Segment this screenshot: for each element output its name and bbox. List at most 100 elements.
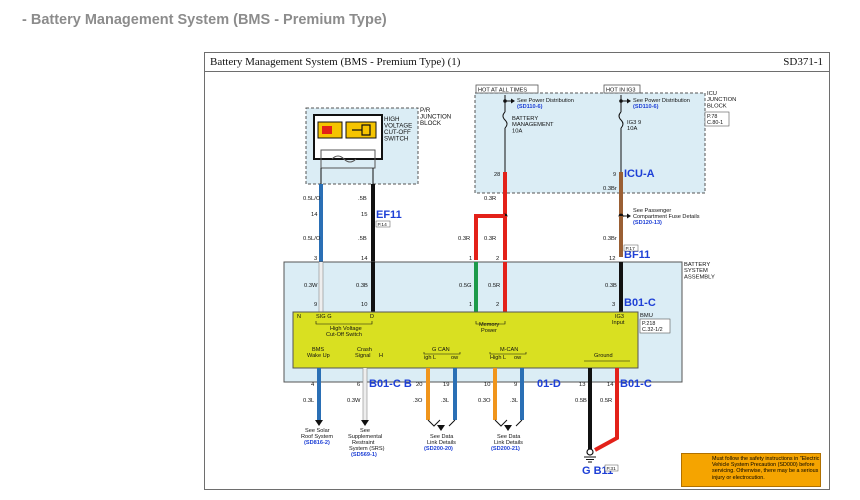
mem-pin-bottom-0: 1 [469, 302, 472, 308]
battery-fuse-icon [502, 111, 508, 129]
ig3-wire-bottom: 0.3B [605, 283, 617, 289]
bmu-pin-n: N [297, 314, 301, 320]
data-link-ref-1: (SD200-20) [424, 446, 453, 452]
mcan-low-label: ow [514, 355, 522, 361]
bottom-pin-4: 10 [484, 382, 490, 388]
battery-wire-lower: 0.3R [484, 236, 496, 242]
b01d-connector: 01-D [537, 378, 561, 390]
hot-at-all-times-box [475, 84, 539, 94]
mcan-high-label: High L [490, 355, 506, 361]
hot-at-all-times-label: HOT AT ALL TIMES [478, 88, 527, 94]
mem-left-wire: 0.3R [458, 236, 470, 242]
caution-text: Must follow the safety instructions in "… [712, 456, 820, 481]
ef11-ref: P.14 [378, 222, 388, 228]
crash-h-label: H [379, 353, 383, 359]
hot-in-ig3-label: HOT IN IG3 [606, 88, 635, 94]
bf11-connector: BF11 [624, 249, 650, 261]
ig3-pin-mid: 12 [609, 256, 615, 262]
ground-symbol-icon [584, 456, 596, 463]
gb11-ref: P.31 [607, 466, 617, 472]
icu-ref-box [704, 111, 730, 127]
bottom-pin-1: 6 [357, 382, 360, 388]
gcan-low-label: ow [451, 355, 459, 361]
ig3-wire-lower: 0.3Br [603, 236, 617, 242]
down-arrow-icon [504, 425, 512, 431]
switch-link-wave [331, 155, 357, 163]
icu-junction-block [474, 92, 706, 194]
bottom-pin-3: 19 [443, 382, 449, 388]
solar-ref: (SD816-2) [304, 440, 330, 446]
bottom-wire-0: 0.3L [303, 398, 315, 404]
battery-see-ref: (SD110-6) [517, 104, 543, 110]
diagram-code: SD371-1 [783, 56, 823, 68]
ig3-see-ref: (SD110-6) [633, 104, 659, 110]
ig3-pin-top: 9 [613, 172, 616, 178]
diagram-title: Battery Management System (BMS - Premium… [210, 56, 461, 68]
bmu-module [292, 311, 639, 369]
plug-red-icon [322, 126, 332, 134]
see-arrow-icon [627, 213, 631, 219]
w2-color-0: .5B [358, 196, 367, 202]
battery-wire-upper: 0.3R [484, 196, 496, 202]
srs-ref: (SD569-1) [351, 452, 377, 458]
b01cb-connector: B01-C B [369, 378, 412, 390]
data-link-ref-2: (SD200-21) [491, 446, 520, 452]
mem-left-lower: 0.5G [459, 283, 472, 289]
passenger-ref: (SD120-13) [633, 220, 662, 226]
hot-in-ig3-box [603, 84, 641, 94]
down-arrow-icon [437, 425, 445, 431]
bottom-pin-5: 9 [514, 382, 517, 388]
bottom-pin-7: 14 [607, 382, 614, 388]
socket-symbol-icon [352, 124, 371, 136]
w1-pin-2: 9 [314, 302, 317, 308]
bmu-pin-sigg: SIG G [316, 314, 332, 320]
ground-label: Ground [594, 353, 613, 359]
w2-pin-2: 10 [361, 302, 367, 308]
mem-right-lower: 0.5R [488, 283, 500, 289]
w1-color-2: 0.3W [304, 283, 318, 289]
see-arrow-icon [511, 98, 515, 104]
b01c-bottom-connector: B01-C [620, 378, 652, 390]
bottom-wire-5: .3L [510, 398, 519, 404]
ig3-wire-upper: 0.3Br [603, 186, 617, 192]
icu-a-connector: ICU-A [624, 168, 655, 180]
battery-pin: 28 [494, 172, 500, 178]
mem-pin-top-0: 1 [469, 256, 472, 262]
bmu-pin-d: D [370, 314, 374, 320]
bottom-wire-1: 0.3W [347, 398, 361, 404]
switch-link [320, 149, 376, 169]
bottom-pin-0: 4 [311, 382, 315, 388]
see-arrow-icon [627, 98, 631, 104]
bottom-wire-4: 0.3O [478, 398, 491, 404]
bottom-wire-6: 0.5B [575, 398, 587, 404]
bf11-ref: P.17 [626, 246, 636, 252]
ig3-see-text: See Power Distribution [633, 98, 690, 104]
bmu-ref-box [639, 318, 671, 334]
ig3-fuse-icon [618, 111, 624, 129]
caution-box: Must follow the safety instructions in "… [681, 453, 821, 487]
w1-pin-0: 14 [311, 212, 318, 218]
battery-see-text: See Power Distribution [517, 98, 574, 104]
w1-color-1: 0.5L/O [303, 236, 321, 242]
mem-pin-bottom-1: 2 [496, 302, 499, 308]
bmu-title: BMU [640, 313, 653, 319]
bottom-wire-2: .3O [413, 398, 423, 404]
w2-pin-1: 14 [361, 256, 368, 262]
gcan-label: G CAN [432, 347, 450, 353]
